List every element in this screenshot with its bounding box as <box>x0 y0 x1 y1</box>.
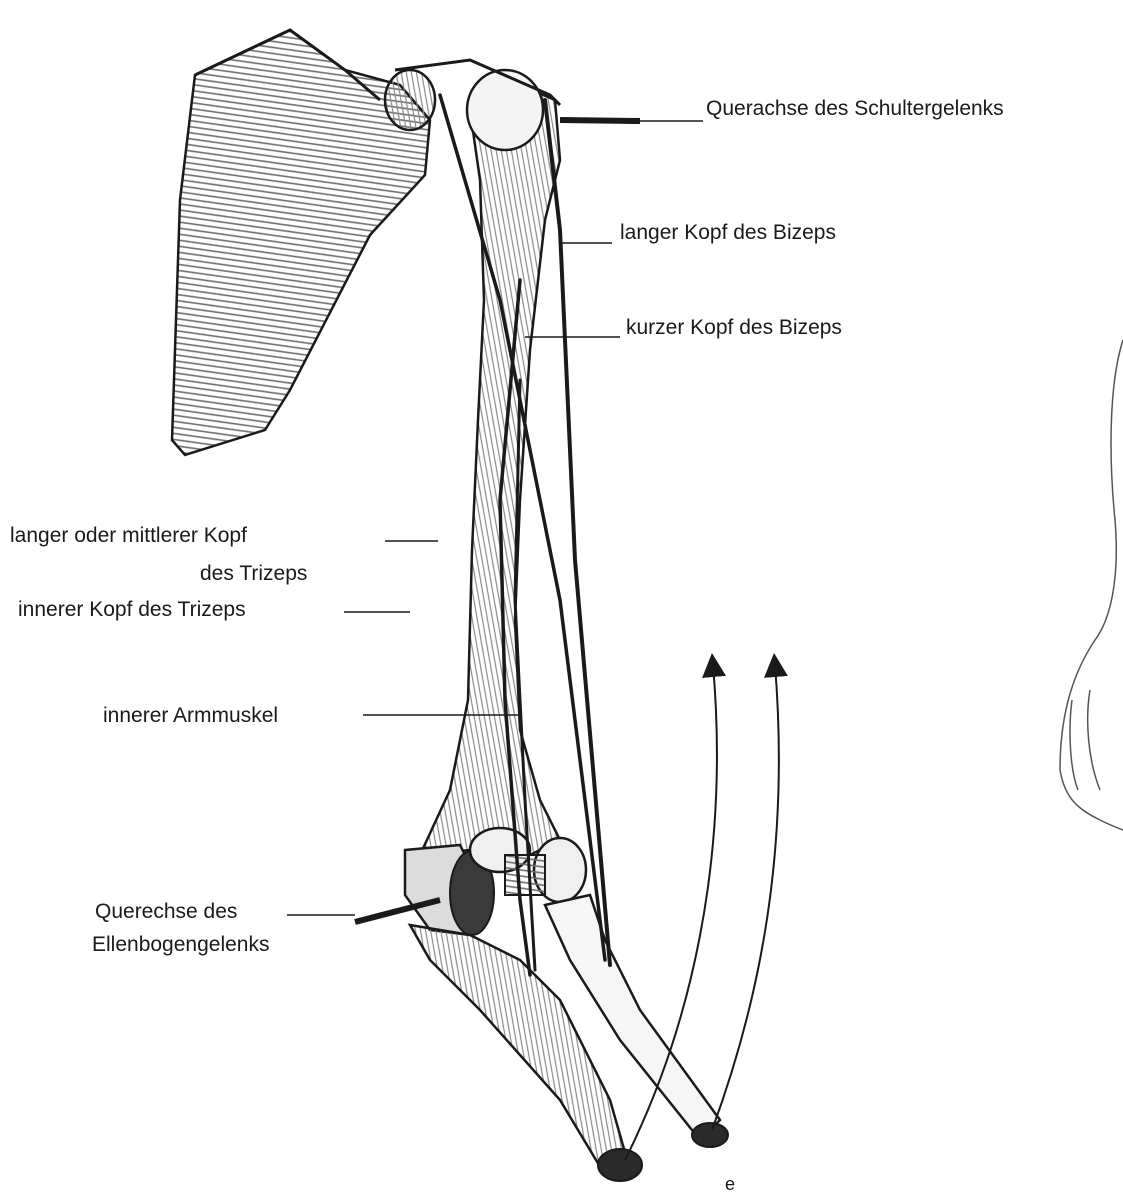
label-triceps-long-head-line1: langer oder mittlerer Kopf <box>10 524 247 548</box>
flexion-arrows <box>625 665 779 1160</box>
label-biceps-long-head: langer Kopf des Bizeps <box>620 221 836 245</box>
label-corner-letter: e <box>725 1172 735 1196</box>
label-elbow-axis-line1: Querechse des <box>95 900 237 924</box>
label-brachialis: innerer Armmuskel <box>103 704 278 728</box>
label-biceps-short-head: kurzer Kopf des Bizeps <box>626 316 842 340</box>
label-triceps-long-head-line2: des Trizeps <box>200 562 307 586</box>
label-triceps-inner-head: innerer Kopf des Trizeps <box>18 598 246 622</box>
label-shoulder-axis: Querachse des Schultergelenks <box>706 97 1004 121</box>
shoulder-axis-rod <box>560 120 640 121</box>
label-elbow-axis-line2: Ellenbogengelenks <box>92 933 269 957</box>
hand-outline-fragment <box>1060 340 1123 830</box>
arrow-radius <box>712 665 779 1130</box>
